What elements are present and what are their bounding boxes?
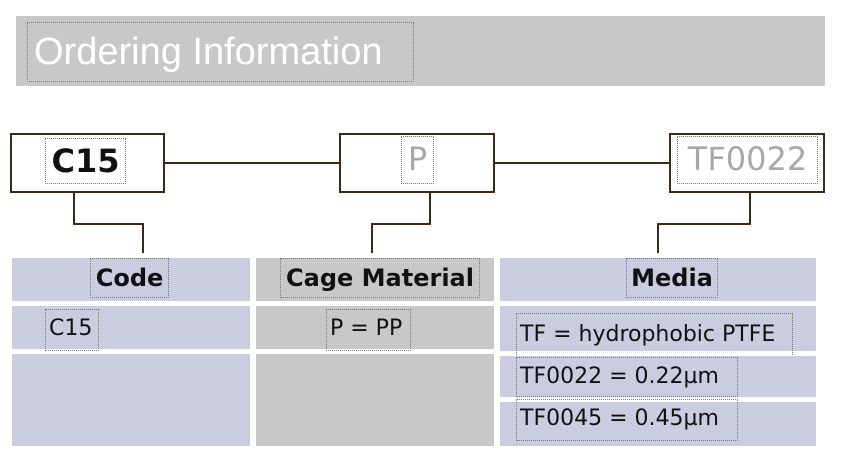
- media-option-ptfe: TF = hydrophobic PTFE: [516, 313, 793, 357]
- media-value: TF0022: [677, 136, 818, 184]
- cage-empty-cell: [256, 354, 494, 446]
- media-header-cell: [500, 258, 816, 301]
- connector-code-to-cage: [165, 162, 339, 164]
- connector-cage-to-media: [495, 162, 669, 164]
- code-option: C15: [45, 309, 99, 351]
- connector-media-down-2: [657, 223, 659, 253]
- connector-media-across: [657, 223, 751, 225]
- code-empty-cell: [12, 354, 250, 446]
- media-value-cell-3: [500, 402, 816, 446]
- connector-cage-down-1: [429, 193, 431, 225]
- cage-value-cell: [256, 306, 494, 349]
- code-value-cell: [12, 306, 250, 349]
- media-value-cell-2: [500, 356, 816, 397]
- cage-header-cell: [256, 258, 494, 301]
- connector-cage-down-2: [371, 223, 373, 253]
- code-box: [10, 133, 165, 193]
- cage-material-option: P = PP: [326, 309, 411, 351]
- media-heading: Media: [626, 258, 718, 298]
- connector-media-down-1: [749, 193, 751, 225]
- header-bar: [16, 16, 825, 86]
- page-title: Ordering Information: [27, 22, 414, 82]
- cage-material-heading: Cage Material: [280, 258, 480, 298]
- cage-material-value: P: [401, 136, 434, 184]
- connector-code-down-1: [73, 193, 75, 225]
- code-heading: Code: [90, 258, 169, 298]
- media-option-tf0022: TF0022 = 0.22µm: [516, 357, 738, 397]
- code-header-cell: [12, 258, 250, 301]
- code-value: C15: [45, 138, 126, 184]
- media-option-tf0045: TF0045 = 0.45µm: [516, 399, 738, 441]
- connector-cage-across: [371, 223, 431, 225]
- connector-code-across: [73, 223, 144, 225]
- connector-code-down-2: [142, 223, 144, 253]
